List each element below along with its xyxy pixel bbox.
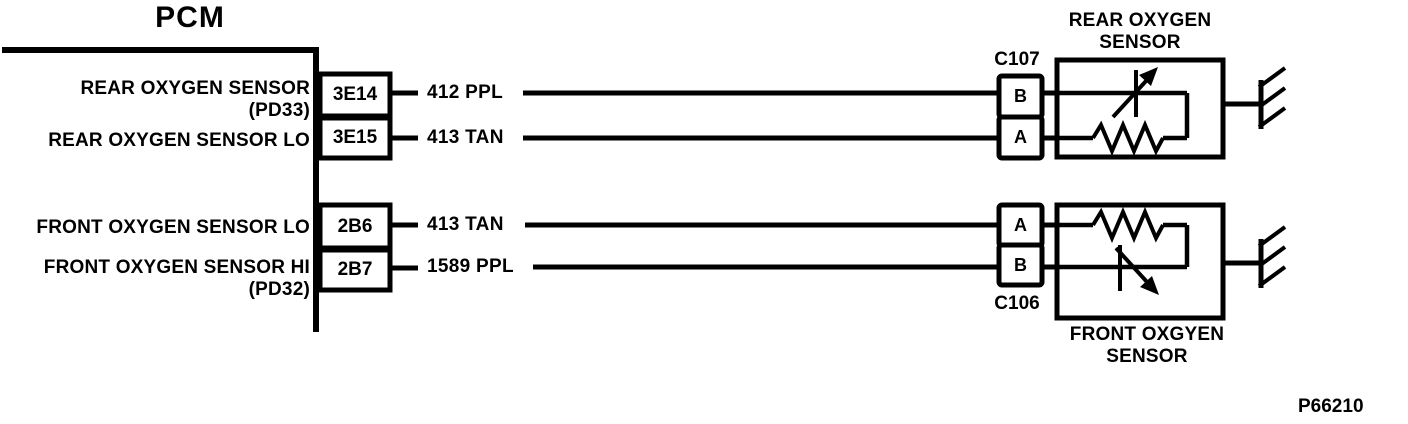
front-sensor-title-line1: FRONT OXGYEN [1069, 324, 1225, 345]
pin-label-3e14: 3E14 [332, 84, 378, 105]
c106-pin-a: A [1014, 215, 1027, 235]
c106-pin-b-box [996, 242, 1045, 288]
front-sensor-title: FRONT OXGYEN SENSOR [1047, 324, 1247, 368]
rear-sensor-title-line1: REAR OXYGEN [1068, 10, 1212, 31]
wire-label-1589-ppl: 1589 PPL [427, 256, 514, 277]
variable-arrow-icon [1111, 79, 1148, 119]
connector-c106 [996, 202, 1045, 288]
wires [390, 90, 1058, 271]
wire-label-412-ppl: 412 PPL [427, 82, 504, 103]
signal-sublabel-pd32: (PD32) [248, 279, 310, 300]
signal-sublabel-pd33: (PD33) [248, 100, 310, 121]
pin-label-3e15: 3E15 [332, 127, 378, 148]
resistor-icon [1091, 206, 1165, 244]
pcm-title: PCM [155, 1, 225, 34]
pin-label-2b6: 2B6 [337, 216, 373, 237]
c106-pin-b: B [1014, 255, 1027, 275]
front-ground-icon [1223, 225, 1287, 288]
wire-label-413-tan-front: 413 TAN [427, 214, 504, 235]
wire-label-413-tan-rear: 413 TAN [427, 127, 504, 148]
c107-pin-a: A [1014, 127, 1027, 147]
variable-arrowhead-icon [1139, 67, 1158, 86]
signal-label-front-o2-hi: FRONT OXYGEN SENSOR HI [43, 257, 310, 278]
resistor-icon [1091, 119, 1165, 157]
front-oxygen-sensor-symbol [1054, 202, 1226, 321]
pcm-outline [2, 47, 319, 332]
pin-label-2b7: 2B7 [337, 259, 373, 280]
signal-label-rear-o2-lo: REAR OXYGEN SENSOR LO [48, 130, 310, 151]
rear-oxygen-sensor-symbol [1054, 57, 1226, 160]
connector-label-c106: C106 [994, 293, 1040, 314]
rear-ground-icon [1223, 66, 1287, 129]
c107-pin-a-box [996, 114, 1045, 161]
rear-sensor-title-line2: SENSOR [1099, 32, 1181, 53]
front-sensor-title-line2: SENSOR [1106, 346, 1188, 367]
part-number: P66210 [1298, 396, 1364, 417]
rear-sensor-title: REAR OXYGEN SENSOR [1040, 10, 1240, 54]
signal-label-rear-o2: REAR OXYGEN SENSOR [80, 78, 310, 99]
rear-sensor-box [1054, 57, 1226, 160]
connector-label-c107: C107 [994, 49, 1040, 70]
c107-pin-b: B [1014, 86, 1027, 106]
variable-arrow-icon [1114, 246, 1149, 284]
signal-label-front-o2-lo: FRONT OXYGEN SENSOR LO [36, 217, 310, 238]
variable-arrowhead-icon [1140, 276, 1159, 295]
connector-c107 [996, 73, 1045, 161]
